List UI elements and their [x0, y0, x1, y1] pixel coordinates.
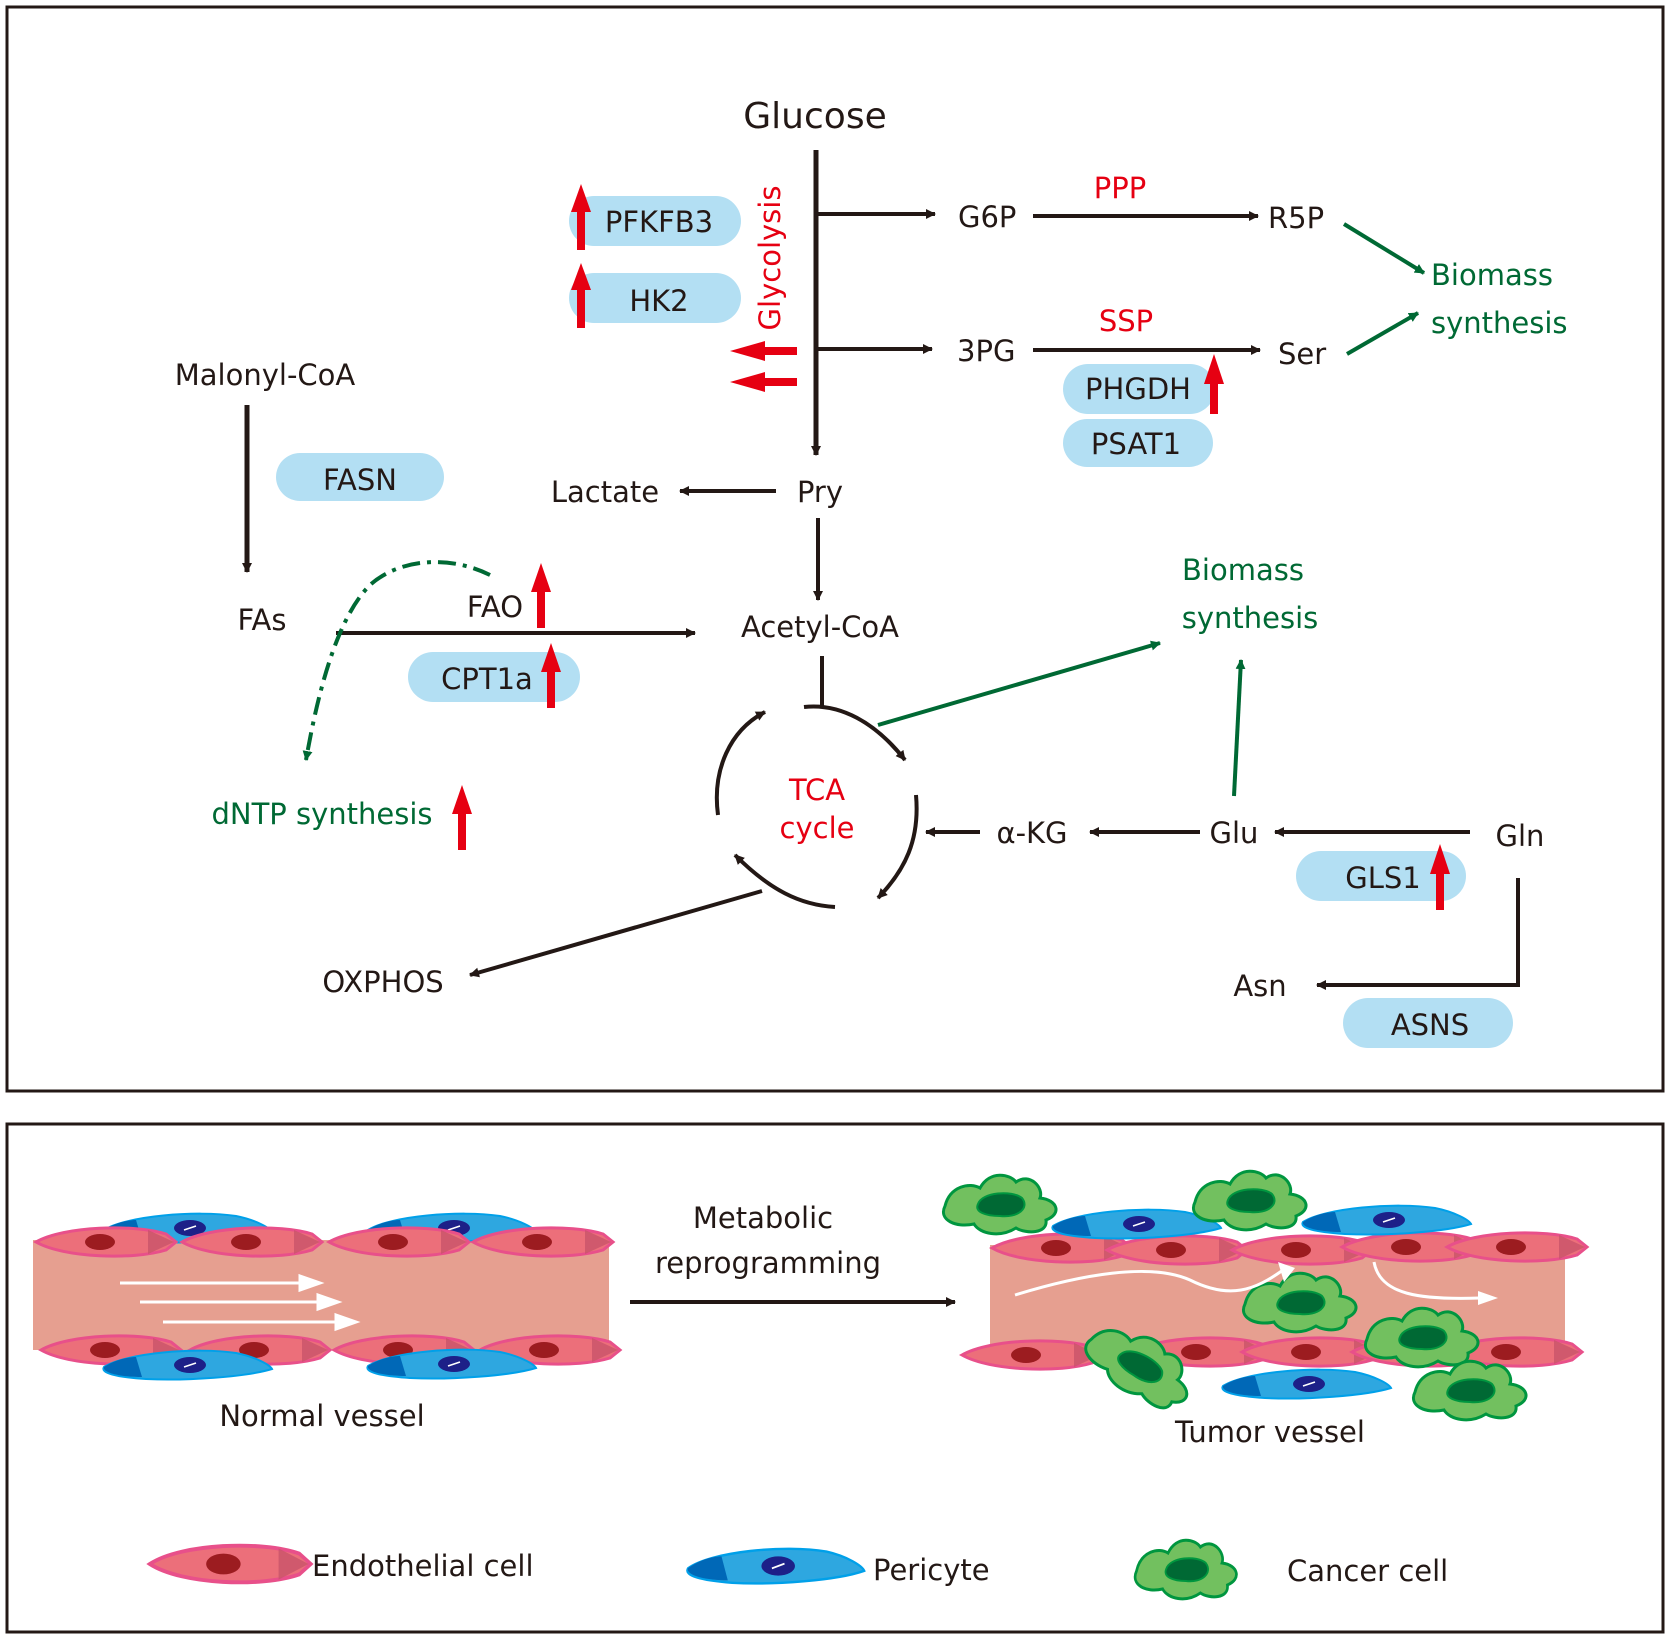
r5p-to-biomass-arrow — [1342, 222, 1426, 275]
malonyl-coa-label: Malonyl-CoA — [175, 358, 356, 392]
oxphos-label: OXPHOS — [322, 965, 443, 999]
upregulated-fao-icon — [531, 563, 551, 628]
transition-label-line1: Metabolic — [693, 1201, 833, 1235]
enzyme-gls1-pill — [1296, 851, 1466, 901]
enzyme-cpt1a-label: CPT1a — [441, 662, 533, 696]
ppp-label: PPP — [1094, 171, 1146, 205]
turbulent-flow-arrows — [1014, 1261, 1481, 1300]
biomass-mid-line2: synthesis — [1182, 601, 1319, 635]
fao-label: FAO — [467, 590, 523, 624]
glu-to-biomass-arrow — [1232, 659, 1246, 797]
normal-vessel-illustration — [33, 1212, 622, 1381]
enzyme-psat1-pill — [1063, 419, 1213, 467]
enzyme-gls1-label: GLS1 — [1345, 861, 1421, 895]
ser-to-biomass-arrow — [1345, 311, 1420, 356]
enzyme-pfkfb3-label: PFKFB3 — [605, 205, 713, 239]
glycolysis-increase-icon — [730, 341, 797, 392]
upregulated-gls1-icon — [1430, 844, 1450, 910]
fas-label: FAs — [238, 603, 287, 637]
tca-cycle-ring — [714, 704, 919, 909]
biomass-mid-line1: Biomass — [1182, 553, 1304, 587]
enzyme-psat1-label: PSAT1 — [1091, 427, 1181, 461]
legend-pericyte-label: Pericyte — [873, 1553, 990, 1587]
akg-label: α-KG — [996, 816, 1067, 850]
tumor-vessel-label: Tumor vessel — [1174, 1415, 1365, 1449]
blood-flow-arrows — [120, 1273, 361, 1332]
legend-cancer-label: Cancer cell — [1287, 1554, 1448, 1588]
enzyme-hk2-label: HK2 — [629, 284, 688, 318]
normal-vessel-label: Normal vessel — [219, 1399, 424, 1433]
biomass-top-line1: Biomass — [1431, 258, 1553, 292]
lactate-label: Lactate — [551, 475, 659, 509]
tca-to-oxphos-arrow — [469, 889, 763, 978]
tca-label-line1: TCA — [788, 773, 845, 807]
glycolysis-label: Glycolysis — [753, 186, 787, 331]
enzyme-hk2-pill — [569, 273, 741, 323]
fao-to-dntp-arrow — [302, 560, 491, 761]
transition-label-line2: reprogramming — [655, 1246, 881, 1280]
upregulated-hk2-icon — [571, 263, 591, 328]
biomass-top-line2: synthesis — [1431, 306, 1568, 340]
r5p-label: R5P — [1268, 201, 1324, 235]
glucose-label: Glucose — [743, 96, 886, 137]
enzyme-fasn-pill — [276, 453, 444, 501]
enzyme-asns-pill — [1343, 998, 1513, 1048]
upregulated-dntp-icon — [452, 785, 472, 850]
enzyme-asns-label: ASNS — [1391, 1008, 1469, 1042]
enzyme-pfkfb3-pill — [569, 196, 741, 246]
ssp-label: SSP — [1099, 304, 1153, 338]
enzyme-cpt1a-pill — [408, 652, 580, 702]
ser-label: Ser — [1278, 337, 1326, 371]
tumor-vessel-illustration — [941, 1169, 1589, 1422]
upregulated-phgdh-icon — [1204, 354, 1224, 414]
gln-to-asn-arrow — [1316, 878, 1520, 990]
dntp-synthesis-label: dNTP synthesis — [211, 797, 432, 831]
acetyl-coa-label: Acetyl-CoA — [741, 610, 899, 644]
pry-label: Pry — [797, 475, 843, 509]
3pg-label: 3PG — [957, 334, 1015, 368]
enzyme-phgdh-pill — [1063, 364, 1215, 414]
glu-label: Glu — [1210, 816, 1259, 850]
enzyme-phgdh-label: PHGDH — [1085, 372, 1191, 406]
pathway-panel-frame — [5, 5, 1665, 1093]
tca-to-biomass-arrow — [877, 640, 1161, 727]
gln-label: Gln — [1496, 819, 1545, 853]
asn-label: Asn — [1233, 969, 1286, 1003]
legend: Endothelial cell Pericyte Cancer cell — [147, 1538, 1448, 1601]
upregulated-pfkfb3-icon — [571, 184, 591, 250]
tca-label-line2: cycle — [780, 811, 855, 845]
enzyme-fasn-label: FASN — [323, 463, 397, 497]
legend-endothelial-label: Endothelial cell — [312, 1549, 534, 1583]
g6p-label: G6P — [958, 200, 1016, 234]
upregulated-cpt1a-icon — [541, 643, 561, 708]
